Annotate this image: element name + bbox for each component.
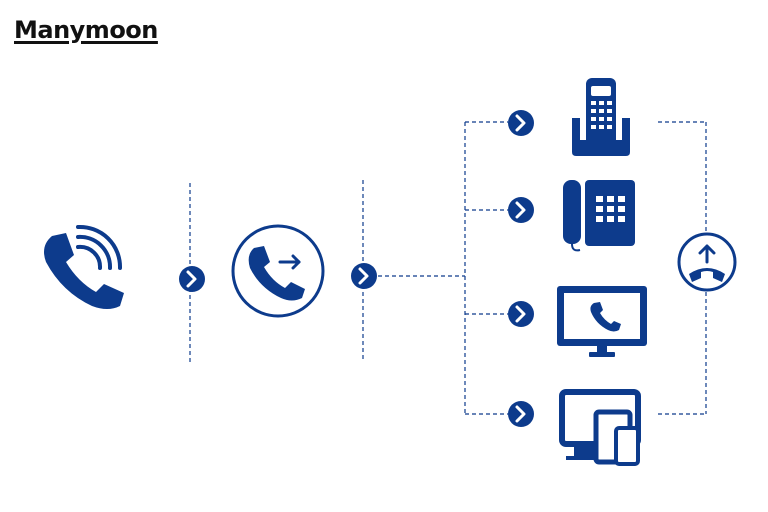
chevron-right-icon (351, 263, 377, 289)
cordless-phone-icon (572, 78, 630, 156)
incoming-call-icon (44, 224, 124, 309)
brand-logo: Manymoon (14, 16, 158, 44)
computer-call-icon (557, 286, 647, 357)
call-answer-icon (677, 232, 737, 292)
chevron-right-icon (179, 266, 205, 292)
chevron-right-icon (508, 401, 534, 427)
chevron-right-icon (508, 110, 534, 136)
multi-device-icon (559, 389, 641, 466)
branch-connectors (378, 121, 707, 415)
chevron-right-icon (508, 301, 534, 327)
desk-phone-icon (563, 180, 635, 252)
call-forward-icon (231, 224, 325, 318)
chevron-right-icon (508, 197, 534, 223)
